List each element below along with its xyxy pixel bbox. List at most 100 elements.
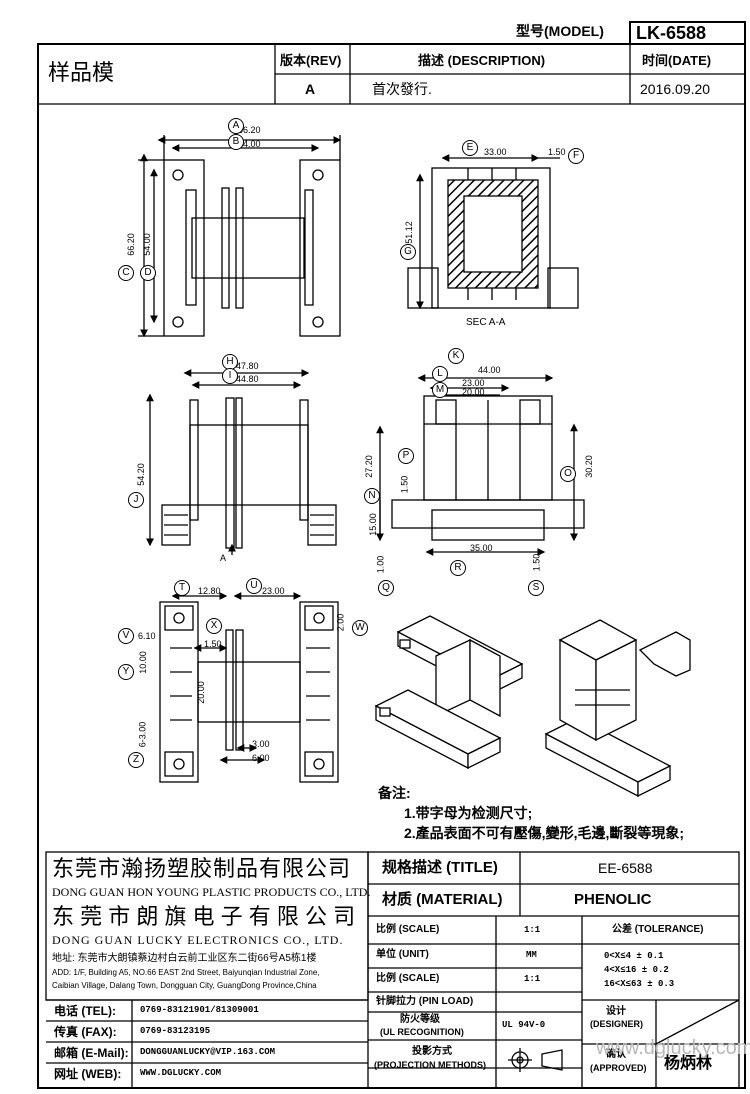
callout-o: O [560, 466, 576, 482]
dim-bb: 6.00 [252, 753, 270, 763]
note-1: 1.带字母为检测尺寸; [404, 805, 533, 821]
model-number: LK-6588 [636, 23, 707, 43]
section-view [407, 154, 579, 310]
isometric-view-2 [544, 619, 691, 798]
col-description: 描述 (DESCRIPTION) [418, 53, 546, 68]
dim-m: 20.00 [462, 387, 485, 397]
callout-g: G [400, 244, 416, 260]
dim-c: 66.20 [125, 233, 136, 256]
callout-e: E [462, 140, 478, 156]
title-label: 规格描述 (TITLE) [382, 859, 498, 876]
notes-title: 备注: [378, 785, 411, 801]
callout-s: S [528, 580, 544, 596]
dim-v: 6.10 [138, 631, 156, 641]
callout-v: V [118, 628, 134, 644]
callout-c: C [118, 265, 134, 281]
dim-h: 47.80 [236, 361, 259, 371]
tolerance-label: 公差 (TOLERANCE) [612, 924, 704, 935]
dim-d: 54.00 [141, 233, 152, 256]
callout-w: W [352, 620, 368, 636]
dim-k: 44.00 [478, 365, 501, 375]
company-name-en-1: DONG GUAN HON YOUNG PLASTIC PRODUCTS CO.… [52, 885, 371, 899]
fire-label-en: (UL RECOGNITION) [380, 1027, 464, 1037]
header-table-lines [38, 21, 746, 105]
callout-p: P [398, 448, 414, 464]
note-2: 2.產品表面不可有壓傷,變形,毛邊,斷裂等現象; [404, 825, 685, 841]
dim-f: 1.50 [548, 147, 566, 157]
dim-l: 23.00 [462, 378, 485, 388]
fire-label-cn: 防火等级 [400, 1014, 440, 1025]
company-address-en-1: ADD: 1/F, Building A5, NO.66 EAST 2nd St… [52, 968, 320, 977]
material-label: 材质 (MATERIAL) [382, 891, 503, 908]
title-block-lines [45, 851, 740, 1089]
dim-y: 10.00 [137, 651, 148, 674]
col-date: 时间(DATE) [642, 53, 712, 68]
callout-r: R [450, 560, 466, 576]
fax-label: 传真 (FAX): [54, 1025, 117, 1039]
callout-t: T [174, 580, 190, 596]
company-name-en-2: DONG GUAN LUCKY ELECTRONICS CO., LTD. [52, 933, 344, 947]
approved-label-cn: 确认 [606, 1049, 626, 1060]
dim-15: 15.00 [367, 513, 378, 536]
dim-u: 23.00 [262, 586, 285, 596]
tolerance-1: 0<X≤4 ± 0.1 [604, 951, 664, 961]
scale2-label: 比例 (SCALE) [376, 973, 440, 984]
projection-label-cn: 投影方式 [412, 1046, 452, 1057]
company-address-cn: 地址: 东莞市大朗镇蔡边村白云前工业区东二街66号A5栋1楼 [52, 953, 317, 964]
company-address-en-2: Caibian Village, Dalang Town, Dongguan C… [52, 981, 317, 990]
unit-label: 单位 (UNIT) [376, 949, 429, 960]
dim-w: 2.00 [335, 613, 346, 632]
company-name-cn-2: 东 莞 市 朗 旗 电 子 有 限 公 司 [52, 904, 356, 929]
callout-y: Y [118, 664, 134, 680]
projection-symbol [508, 1048, 563, 1072]
callout-i: I [222, 368, 238, 384]
watermark: www.dglucky.com [596, 1037, 750, 1059]
date-value: 2016.09.20 [640, 81, 711, 97]
fax-value: 0769-83123195 [140, 1026, 211, 1036]
dim-z: 6-3.00 [137, 721, 148, 748]
callout-f: F [568, 148, 584, 164]
bottom-view [159, 592, 339, 783]
tel-label: 电话 (TEL): [54, 1004, 116, 1018]
dim-1: 1.00 [375, 555, 386, 574]
dim-x: 1.50 [204, 639, 222, 649]
fire-value: UL 94V-0 [502, 1020, 546, 1030]
company-name-cn-1: 东莞市瀚扬塑胶制品有限公司 [52, 856, 352, 881]
top-view [138, 135, 342, 338]
col-rev: 版本(REV) [280, 53, 342, 68]
callout-k: K [448, 348, 464, 364]
dim-b: 54.00 [238, 139, 261, 149]
pin-load-label: 针脚拉力 (PIN LOAD) [376, 996, 474, 1007]
email-value: DONGGUANLUCKY@VIP.163.COM [140, 1047, 276, 1057]
projection-label-en: (PROJECTION METHODS) [374, 1060, 487, 1070]
dim-e: 33.00 [484, 147, 507, 157]
model-label: 型号(MODEL) [516, 23, 604, 39]
tolerance-2: 4<X≤16 ± 0.2 [604, 965, 669, 975]
email-label: 邮箱 (E-Mail): [54, 1046, 129, 1060]
designer-label-en: (DESIGNER) [590, 1019, 644, 1029]
dim-r: 35.00 [470, 543, 493, 553]
scale-value: 1:1 [524, 925, 541, 935]
scale2-value: 1:1 [524, 974, 541, 984]
side-view [376, 374, 585, 556]
web-label: 网址 (WEB): [54, 1067, 122, 1081]
material-value: PHENOLIC [574, 891, 652, 908]
sample-label: 样品模 [48, 60, 115, 85]
unit-value: MM [526, 950, 537, 960]
callout-x: X [206, 618, 222, 634]
front-view [146, 369, 337, 555]
isometric-view-1 [374, 615, 524, 770]
dim-mid: 20.00 [195, 681, 206, 704]
dim-s: 1.50 [531, 553, 542, 572]
callout-d: D [140, 265, 156, 281]
dim-p: 1.50 [399, 475, 410, 494]
dim-n: 27.20 [363, 455, 374, 478]
callout-b: B [228, 134, 244, 150]
callout-j: J [128, 492, 144, 508]
description-value: 首次發行. [372, 81, 432, 97]
callout-q: Q [378, 580, 394, 596]
tel-value: 0769-83121901/81309001 [140, 1005, 259, 1015]
dim-j: 54.20 [135, 463, 146, 486]
title-value: EE-6588 [598, 860, 653, 876]
